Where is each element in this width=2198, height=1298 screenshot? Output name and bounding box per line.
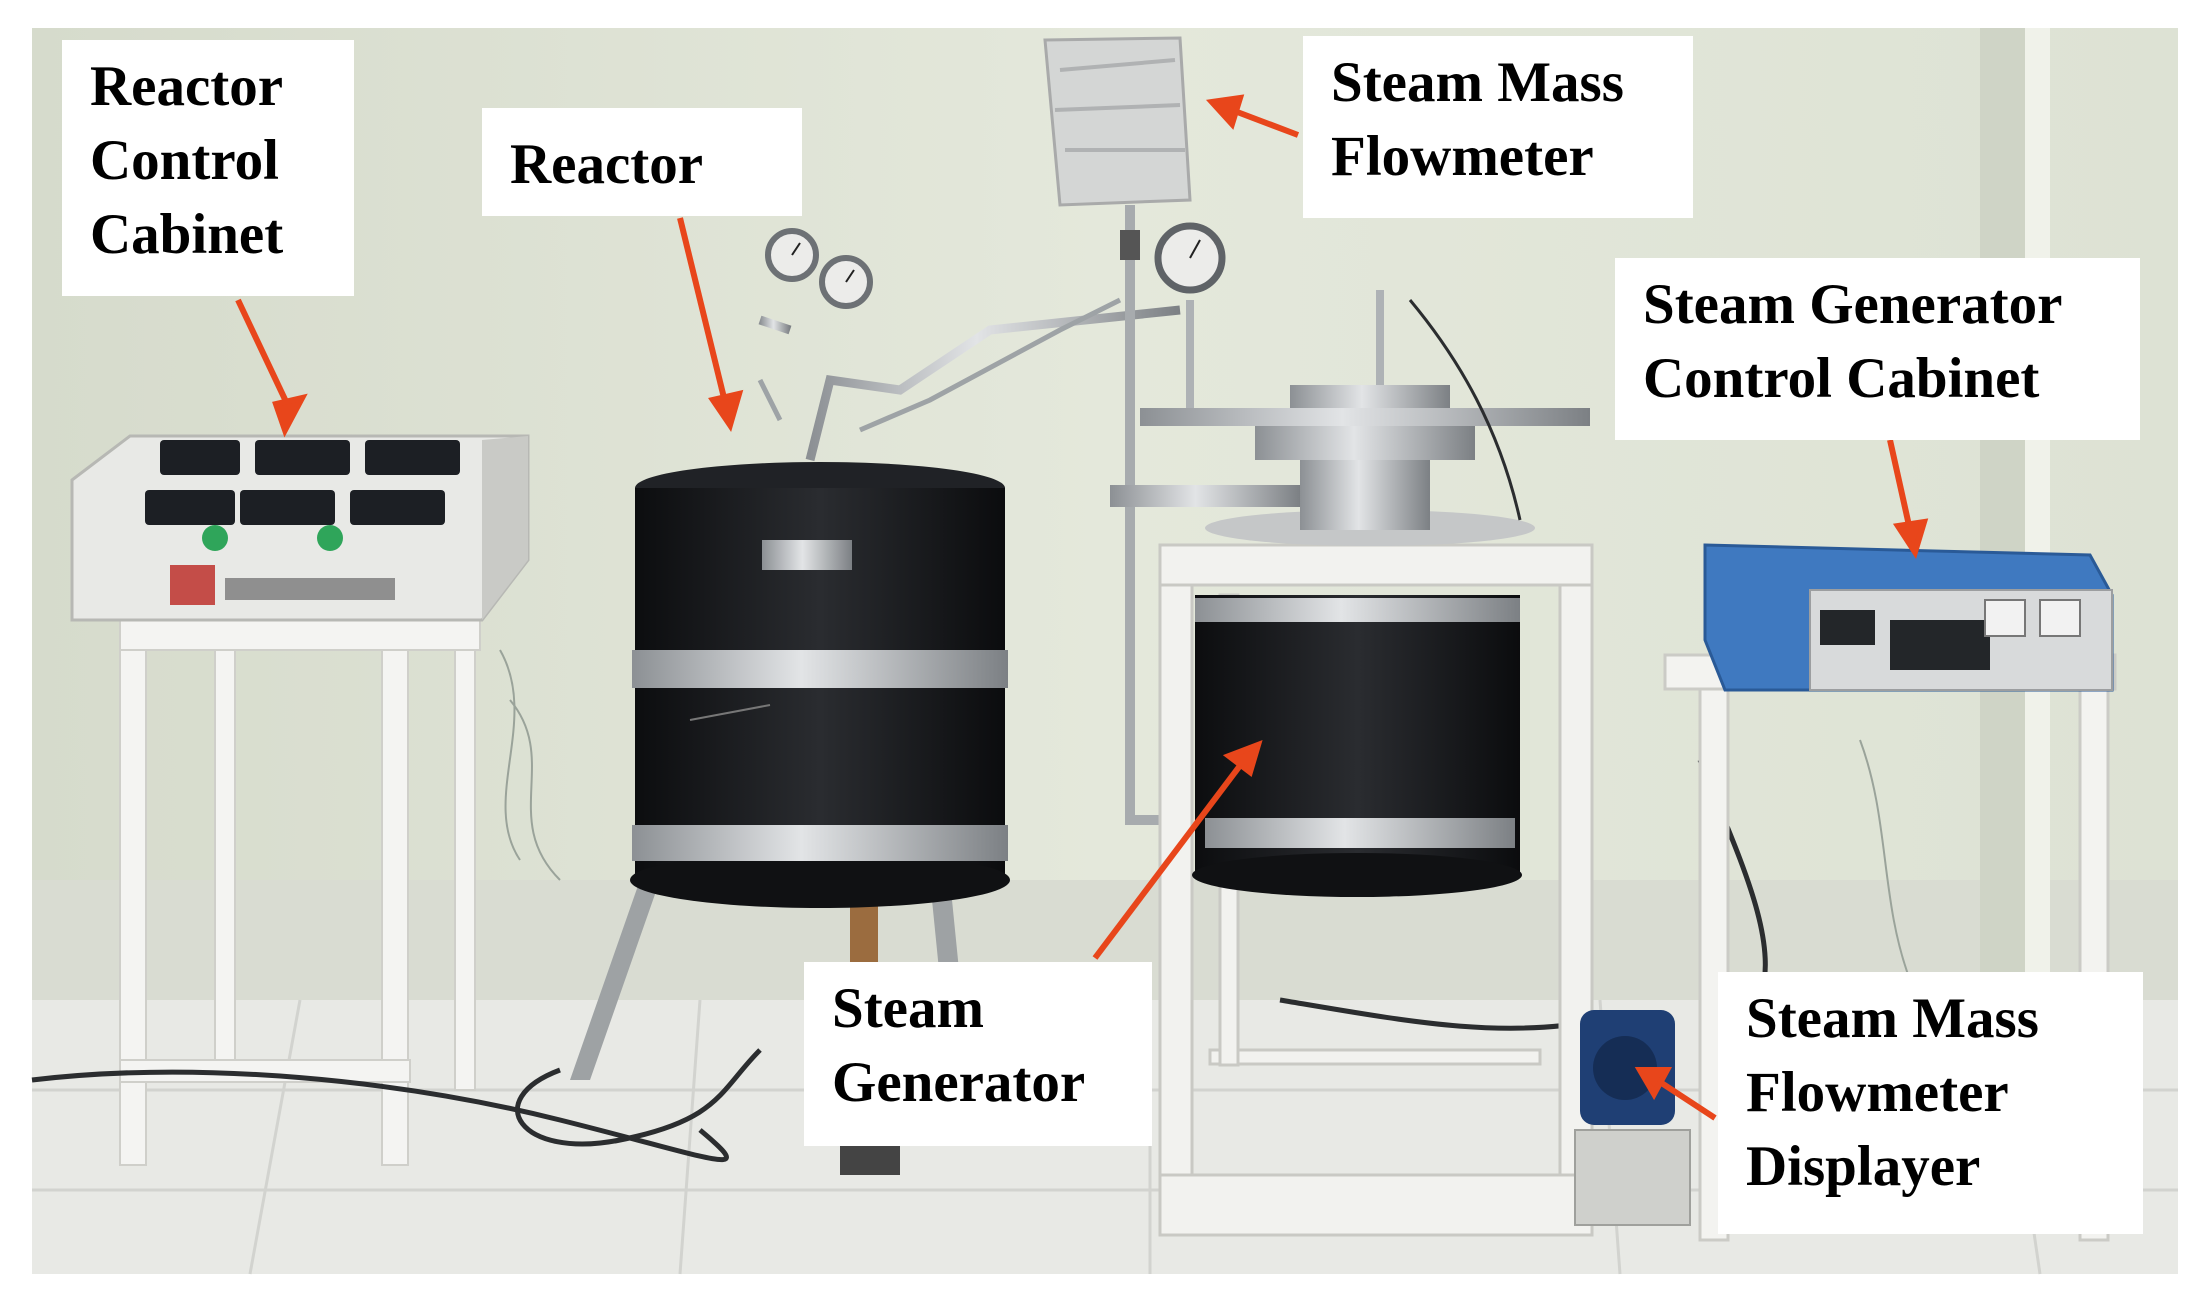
label-line: Control Cabinet xyxy=(1643,347,2040,410)
arrow-icon xyxy=(1634,1067,1717,1121)
arrow-icon xyxy=(1205,94,1300,138)
label-line: Steam xyxy=(832,977,984,1040)
label-line: Steam Mass xyxy=(1746,987,2039,1050)
label-line: Displayer xyxy=(1746,1135,1981,1198)
label-steam-mass-flowmeter: Steam Mass Flowmeter xyxy=(1303,36,1693,218)
label-line: Steam Generator xyxy=(1643,273,2063,336)
steam-generator xyxy=(1110,222,1594,1237)
steam-mass-flowmeter-displayer xyxy=(1574,1010,1691,1226)
label-line: Reactor xyxy=(90,55,284,118)
pressure-gauge-icon xyxy=(765,228,873,309)
label-line: Reactor xyxy=(510,133,704,196)
label-line: Control xyxy=(90,129,279,192)
label-steam-generator-control-cabinet: Steam Generator Control Cabinet xyxy=(1615,258,2140,440)
label-steam-mass-flowmeter-displayer: Steam Mass Flowmeter Displayer xyxy=(1718,972,2143,1234)
label-line: Cabinet xyxy=(90,203,284,266)
pressure-gauge-icon xyxy=(1154,222,1226,294)
knob-icon xyxy=(202,525,228,551)
label-line: Steam Mass xyxy=(1331,51,1624,114)
label-steam-generator: Steam Generator xyxy=(804,962,1152,1146)
digital-display-icon xyxy=(145,440,460,525)
steam-mass-flowmeter xyxy=(1043,36,1192,825)
arrow-icon xyxy=(1887,439,1929,560)
label-reactor-control-cabinet: Reactor Control Cabinet xyxy=(62,40,354,296)
label-line: Generator xyxy=(832,1051,1086,1114)
label-line: Flowmeter xyxy=(1331,125,1594,188)
knob-icon xyxy=(317,525,343,551)
digital-display-icon xyxy=(1820,610,1990,670)
arrow-icon xyxy=(677,217,744,432)
label-reactor: Reactor xyxy=(482,108,802,216)
arrow-icon xyxy=(1092,740,1263,960)
label-line: Flowmeter xyxy=(1746,1061,2009,1124)
arrow-icon xyxy=(235,298,308,438)
